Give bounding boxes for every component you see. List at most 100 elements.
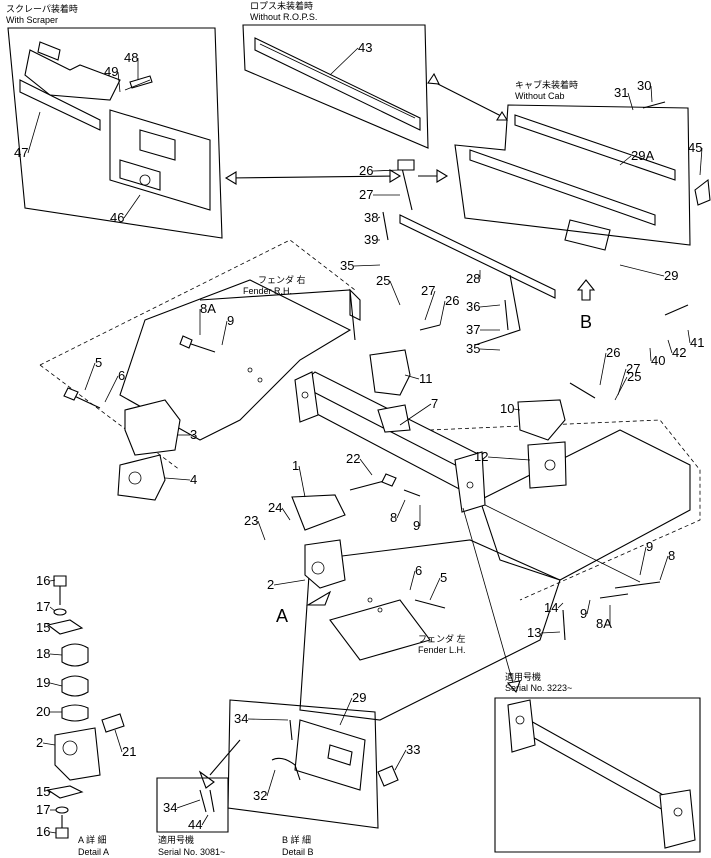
callout-label-47: 47: [14, 145, 28, 160]
callout-leader-29a: [619, 155, 632, 166]
callout-leader-8: [659, 555, 669, 581]
callout-label-36: 36: [466, 299, 480, 314]
callout-leader-7: [399, 403, 432, 426]
callout-label-10: 10: [500, 401, 514, 416]
main-frame: [39, 239, 701, 721]
caption-detail-a-jp: A 詳 細: [78, 834, 107, 845]
callout-label-26: 26: [445, 293, 459, 308]
callout-label-20: 20: [36, 704, 50, 719]
callout-label-26: 26: [606, 345, 620, 360]
callout-label-9: 9: [580, 606, 587, 621]
callout-leader-29: [619, 264, 665, 277]
callout-label-23: 23: [244, 513, 258, 528]
bracket-11: [369, 349, 411, 396]
callout-label-8a: 8A: [200, 301, 216, 316]
callout-leader-9: [586, 599, 591, 615]
callout-leader-23: [257, 520, 266, 541]
callout-label-19: 19: [36, 675, 50, 690]
part-19: [61, 675, 89, 697]
callout-label-37: 37: [466, 322, 480, 337]
callout-label-6: 6: [118, 368, 125, 383]
caption-without-cab-jp: キャブ未装着時: [515, 79, 578, 90]
callout-label-27: 27: [359, 187, 373, 202]
callout-label-42: 42: [672, 345, 686, 360]
callout-label-29: 29: [664, 268, 678, 283]
callout-leader-47: [27, 111, 41, 154]
callout-leader-26: [439, 300, 446, 326]
callout-leader-12: [487, 456, 531, 461]
callout-label-49: 49: [104, 64, 118, 79]
callout-leader-9: [221, 320, 228, 346]
detail-b: B 詳 細 Detail B: [198, 699, 399, 857]
callout-leader-33: [394, 749, 407, 771]
callout-leader-27: [617, 368, 627, 396]
callout-label-12: 12: [474, 449, 488, 464]
part-20: [61, 704, 89, 722]
fender-rh: [199, 289, 356, 341]
callout-leader-43: [329, 47, 359, 76]
callout-leader-19: [49, 682, 63, 687]
caption-without-rops-en: Without R.O.P.S.: [250, 12, 317, 22]
callout-leader-16: [49, 831, 57, 834]
callout-leader-31: [627, 92, 634, 111]
callout-leader-2: [42, 742, 56, 746]
caption-without-cab-en: Without Cab: [515, 91, 565, 101]
callout-label-9: 9: [646, 539, 653, 554]
bracket-4: [117, 454, 166, 501]
callout-label-44: 44: [188, 817, 202, 832]
inset-serial-3081: 適用号機 Serial No. 3081~: [156, 777, 229, 857]
caption-serial-3223-jp: 適用号機: [505, 671, 541, 682]
callout-label-17: 17: [36, 802, 50, 817]
inset-with-scraper: スクレーパ装着時 With Scraper: [6, 3, 223, 239]
callout-leader-30: [650, 85, 653, 103]
callout-label-13: 13: [527, 625, 541, 640]
caption-fender-rh-jp: フェンダ 右: [258, 274, 306, 285]
callout-leader-34: [247, 718, 289, 721]
mount-2: [304, 539, 346, 589]
callout-label-2: 2: [36, 735, 43, 750]
callout-leader-35: [353, 264, 381, 267]
plate-15-top: [46, 619, 84, 635]
callout-label-8: 8: [390, 510, 397, 525]
callout-label-24: 24: [268, 500, 282, 515]
callout-leader-9: [639, 546, 647, 576]
callout-label-34: 34: [234, 711, 248, 726]
callout-leader-5: [429, 577, 441, 601]
callout-leader-13: [540, 631, 561, 634]
callout-leader-42: [667, 339, 673, 354]
callout-leader-45: [699, 147, 703, 176]
callout-leader-6: [104, 375, 119, 403]
mount-2-detail: [54, 727, 101, 781]
caption-with-scraper-jp: スクレーパ装着時: [6, 3, 78, 14]
caption-detail-b-en: Detail B: [282, 847, 314, 857]
bracket-3: [124, 399, 181, 456]
callout-label-8a: 8A: [596, 616, 612, 631]
callout-label-5: 5: [440, 570, 447, 585]
callout-leader-14: [557, 602, 564, 609]
callout-leader-38: [377, 216, 381, 219]
callout-label-30: 30: [637, 78, 651, 93]
rops-cover-beam: [254, 37, 421, 131]
callout-leader-4: [164, 477, 191, 481]
callout-label-40: 40: [651, 353, 665, 368]
arrow-scraper: [227, 175, 399, 179]
callout-leader-26: [599, 352, 607, 386]
view-mark-a: A: [276, 606, 288, 626]
callout-label-33: 33: [406, 742, 420, 757]
caption-detail-b-jp: B 詳 細: [282, 834, 311, 845]
callout-leader-26: [372, 169, 401, 172]
scraper-bracket: [24, 49, 121, 101]
callout-label-18: 18: [36, 646, 50, 661]
caption-fender-lh-jp: フェンダ 左: [418, 633, 466, 644]
callout-label-25: 25: [627, 369, 641, 384]
callout-label-35: 35: [466, 341, 480, 356]
callout-leader-27: [424, 290, 436, 321]
part-21: [101, 713, 125, 733]
callout-leader-6: [409, 570, 416, 591]
callout-label-15: 15: [36, 784, 50, 799]
callout-label-4: 4: [190, 472, 197, 487]
callout-label-21: 21: [122, 744, 136, 759]
callout-label-29a: 29A: [631, 148, 654, 163]
callout-leader-5: [84, 362, 96, 391]
